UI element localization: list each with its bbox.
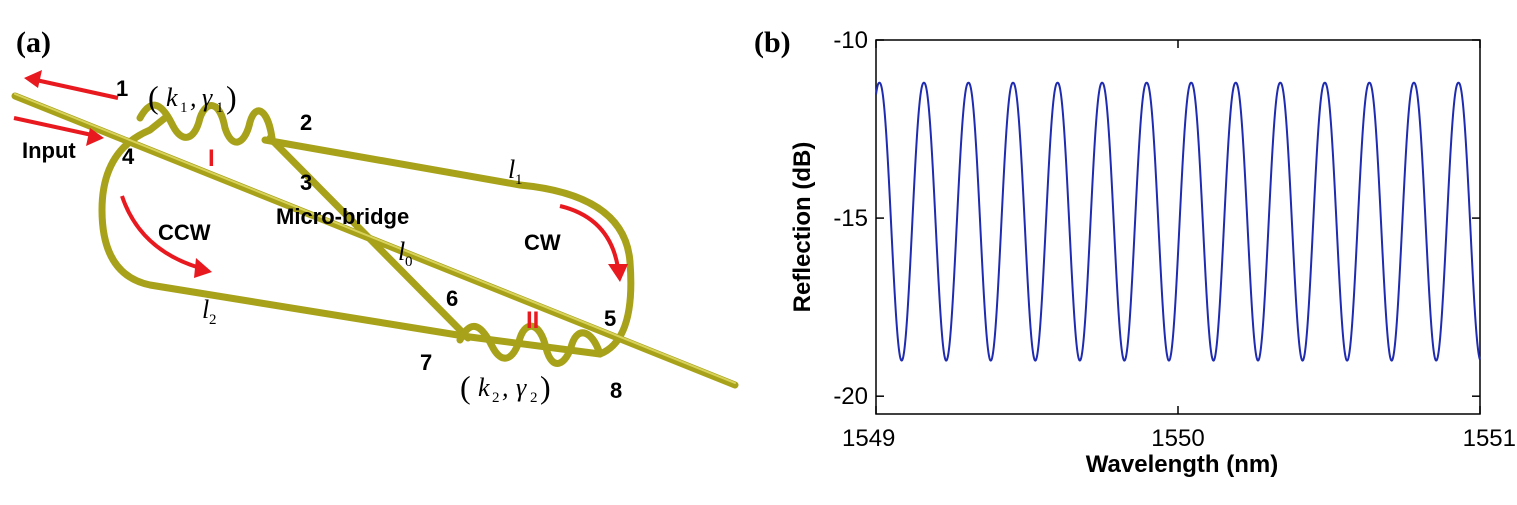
input-arrow-head <box>86 128 104 146</box>
gamma2-subscript: 2 <box>530 390 538 406</box>
comma: , <box>502 373 509 402</box>
l1-subscript: 1 <box>515 172 523 188</box>
y-axis-label: Reflection (dB) <box>789 142 816 313</box>
micro-bridge-label: Micro-bridge <box>276 204 409 229</box>
paren-close: ) <box>540 369 551 405</box>
port-3: 3 <box>300 170 312 195</box>
paren-open: ( <box>460 369 471 405</box>
y-tick-label-2: -20 <box>833 383 868 410</box>
ccw-label: CCW <box>158 220 211 245</box>
x-tick-label-1: 1550 <box>1151 425 1204 452</box>
cw-arrow-head <box>608 264 628 282</box>
panel-b-label: (b) <box>754 26 791 59</box>
cw-arrow <box>559 204 620 269</box>
coupler-1-label: I <box>208 145 215 172</box>
gamma1-symbol: γ <box>202 83 213 112</box>
reflect-arrow-head <box>24 70 42 88</box>
y-tick-label-1: -15 <box>833 205 868 232</box>
k1-subscript: 1 <box>180 100 188 116</box>
k1-symbol: k <box>166 83 178 112</box>
x-tick-label-0: 1549 <box>842 425 895 452</box>
paren-close: ) <box>226 79 237 115</box>
x-tick-label-2: 1551 <box>1463 425 1516 452</box>
coupler-1-twist <box>136 101 276 146</box>
port-8: 8 <box>610 378 622 403</box>
port-2: 2 <box>300 110 312 135</box>
l2-subscript: 2 <box>209 312 217 328</box>
fiber-highlight <box>14 93 736 384</box>
coupler-2-twist <box>456 322 604 367</box>
ccw-arrow-head <box>194 258 212 278</box>
y-tick-label-0: -10 <box>833 27 868 54</box>
l0-subscript: 0 <box>405 254 413 270</box>
panel-a-label: (a) <box>16 26 51 59</box>
length-l2: l 2 <box>202 295 217 328</box>
comma: , <box>190 83 197 112</box>
l1-symbol: l <box>508 155 515 184</box>
coupler-2-params: ( k 2 , γ 2 ) <box>460 369 551 406</box>
reflect-arrow <box>35 78 119 100</box>
gamma1-subscript: 1 <box>216 100 224 116</box>
coupler-2-label: II <box>526 307 539 334</box>
l0-symbol: l <box>398 237 405 266</box>
port-1: 1 <box>116 76 128 101</box>
k2-symbol: k <box>478 373 490 402</box>
fiber-structure <box>11 92 739 389</box>
paren-open: ( <box>148 79 159 115</box>
arrows <box>13 70 628 282</box>
cw-label: CW <box>524 230 561 255</box>
port-7: 7 <box>420 350 432 375</box>
gamma2-symbol: γ <box>516 373 527 402</box>
ccw-arrow <box>120 195 201 270</box>
l2-symbol: l <box>202 295 209 324</box>
micro-bridge-fiber <box>266 134 472 342</box>
input-arrow <box>13 116 93 137</box>
panel-a: (a) 1 2 3 4 5 6 7 <box>11 26 739 406</box>
coupler-1-params: ( k 1 , γ 1 ) <box>148 79 237 116</box>
length-l0: l 0 <box>398 237 413 270</box>
length-l1: l 1 <box>508 155 523 188</box>
k2-subscript: 2 <box>492 390 500 406</box>
input-label: Input <box>22 138 76 163</box>
port-6: 6 <box>446 286 458 311</box>
x-axis-label: Wavelength (nm) <box>1086 451 1278 478</box>
port-5: 5 <box>604 306 616 331</box>
port-4: 4 <box>122 144 135 169</box>
reflection-series-line <box>875 81 1481 362</box>
